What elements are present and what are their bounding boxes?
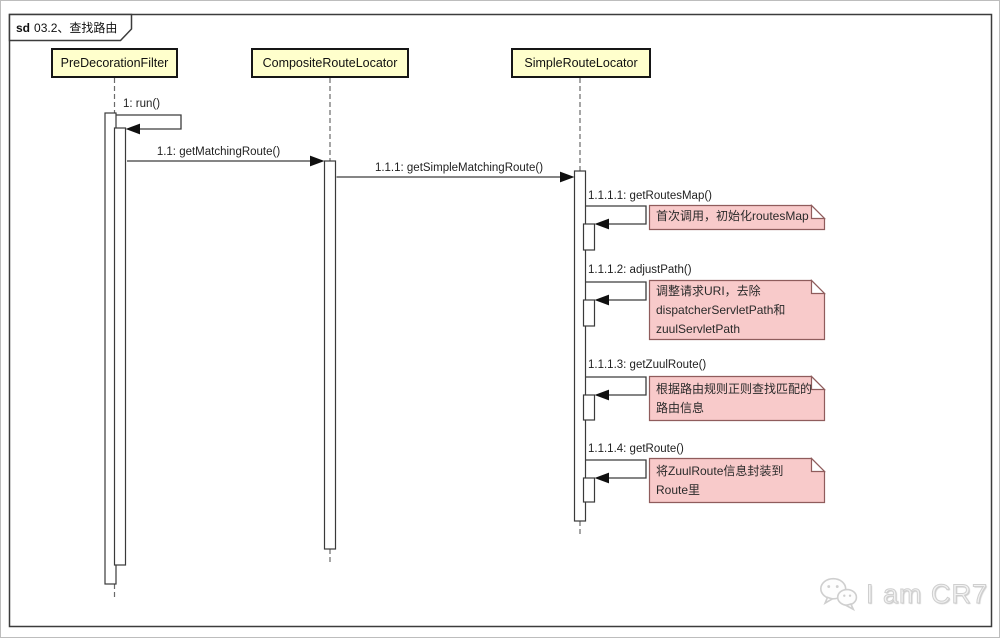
message-line-getroute: [585, 459, 647, 479]
lifeline-name: PreDecorationFilter: [60, 56, 169, 70]
frame-title-text: 03.2、查找路由: [34, 21, 118, 35]
message-line-getzuulroute: [585, 376, 647, 396]
watermark: I am CR7: [817, 575, 988, 613]
activation-bar-srl-nested-4: [582, 477, 596, 503]
lifeline-head-simpleroutelocator: SimpleRouteLocator: [511, 48, 651, 78]
arrowhead-getroutesmap: [594, 218, 609, 230]
note-fold-1: [810, 204, 826, 220]
note-shape-1: [648, 204, 826, 231]
message-label-getroute: 1.1.1.4: getRoute(): [588, 443, 684, 455]
message-line-run: [116, 114, 182, 130]
lifeline-head-predecorationfilter: PreDecorationFilter: [51, 48, 178, 78]
activation-bar-srl-nested-2: [582, 299, 596, 327]
note-text-4: 将ZuulRoute信息封装到 Route里: [656, 464, 784, 497]
arrowhead-getzuulroute: [594, 389, 609, 401]
arrowhead-getmatchingroute: [310, 155, 325, 167]
note-text-2: 调整请求URI，去除 dispatcherServletPath和 zuulSe…: [656, 284, 786, 336]
arrowhead-run: [125, 123, 140, 135]
activation-bar-srl-nested-3: [582, 394, 596, 421]
note-shape-3: [648, 375, 826, 422]
frame-title-tab: [8, 13, 133, 42]
diagram-frame: [8, 13, 993, 628]
note-text-3: 根据路由规则正则查找匹配的 路由信息: [656, 382, 813, 415]
activation-bar-srl-nested-1: [582, 223, 596, 251]
note-shape-4: [648, 457, 826, 504]
lifeline-name: CompositeRouteLocator: [262, 56, 398, 70]
note-text-1: 首次调用，初始化routesMap: [656, 209, 809, 223]
lifeline-head-compositeroutelocator: CompositeRouteLocator: [251, 48, 409, 78]
note-fold-2: [810, 279, 826, 295]
message-label-getzuulroute: 1.1.1.3: getZuulRoute(): [588, 359, 707, 371]
message-label-getsimplematchingroute: 1.1.1: getSimpleMatchingRoute(): [374, 162, 544, 174]
note-fold-4: [810, 457, 826, 473]
activation-bar-srl: [573, 170, 587, 522]
activation-bar-pdf-nested: [113, 127, 127, 566]
message-label-getmatchingroute: 1.1: getMatchingRoute(): [156, 146, 281, 158]
message-label-adjustpath: 1.1.1.2: adjustPath(): [588, 264, 692, 276]
arrowhead-adjustpath: [594, 294, 609, 306]
watermark-text: I am CR7: [865, 578, 989, 609]
activation-bar-crl: [323, 160, 337, 550]
frame-keyword: sd: [16, 21, 31, 35]
arrowhead-getsimplematchingroute: [560, 171, 575, 183]
arrowhead-getroute: [594, 472, 609, 484]
message-line-getroutesmap: [585, 205, 647, 225]
note-shape-2: [648, 279, 826, 341]
lifeline-name: SimpleRouteLocator: [524, 56, 638, 70]
message-label-run: 1: run(): [123, 98, 161, 110]
message-line-adjustpath: [585, 281, 647, 301]
wechat-icon: [820, 577, 858, 612]
note-fold-3: [810, 375, 826, 391]
message-label-getroutesmap: 1.1.1.1: getRoutesMap(): [588, 190, 713, 202]
